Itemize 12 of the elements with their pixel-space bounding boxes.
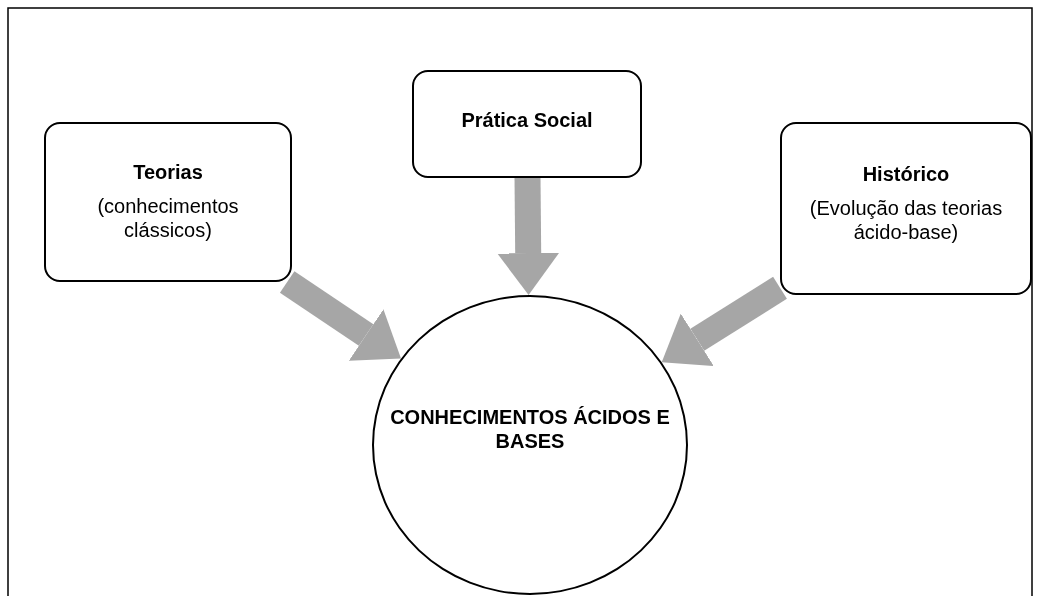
concept-box [412,70,642,178]
node-description: (conhecimentos clássicos) [96,194,240,242]
concept-box [44,122,292,282]
concept-box [780,122,1032,295]
node-title: Teorias [132,160,204,184]
block-arrow [279,271,401,361]
block-arrow [497,177,560,295]
node-title: Histórico [861,162,951,186]
node-title: Prática Social [460,108,594,132]
node-description: (Evolução das teorias ácido-base) [808,196,1004,244]
node-title: CONHECIMENTOS ÁCIDOS E BASES [389,405,671,453]
block-arrow [661,276,787,367]
